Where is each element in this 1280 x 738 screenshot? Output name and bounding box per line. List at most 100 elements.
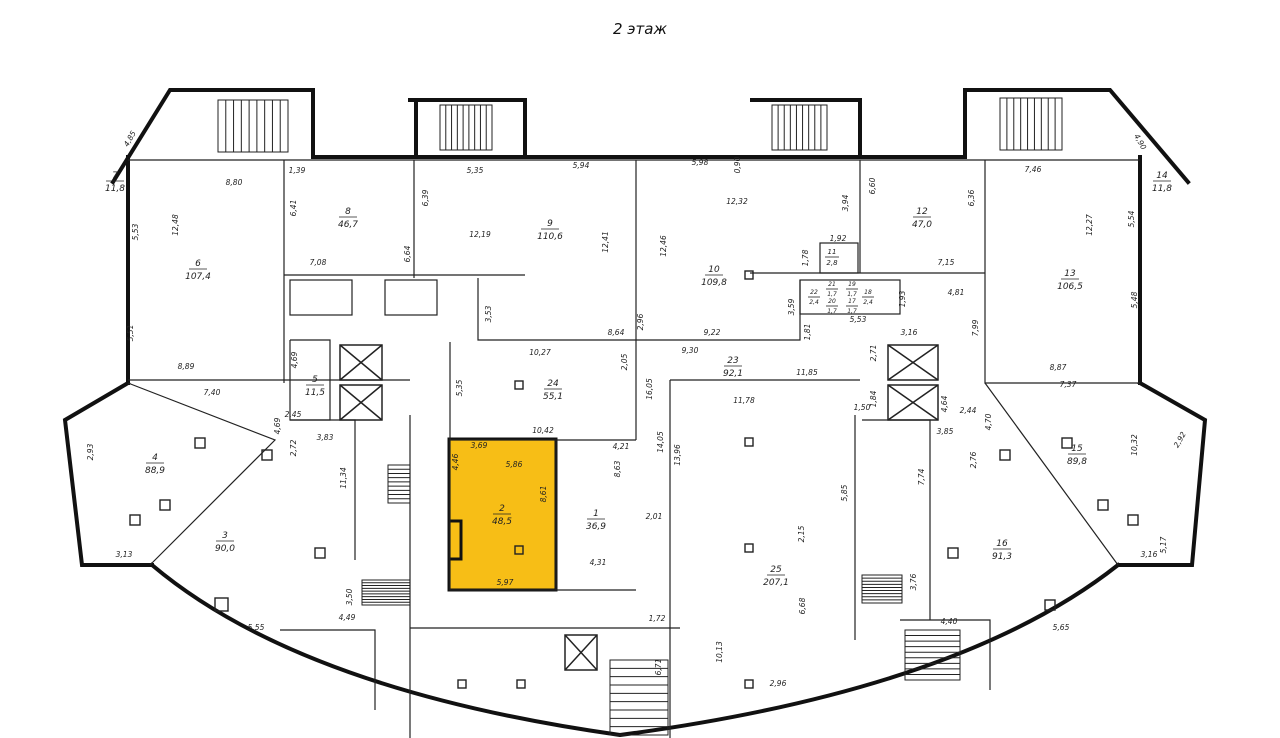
dimension-label: 3,59 — [787, 298, 796, 315]
dimension-label: 5,17 — [1159, 536, 1168, 553]
dimension-label: 4,70 — [984, 413, 993, 430]
room-8-label[interactable]: 846,7 — [338, 207, 358, 230]
room-18-label[interactable]: 182,4 — [862, 289, 874, 306]
dimension-label: 6,36 — [967, 189, 976, 206]
elevator-left — [339, 344, 383, 421]
room-22-label[interactable]: 222,4 — [808, 289, 820, 306]
pillars — [129, 270, 1139, 689]
room-11-label[interactable]: 112,8 — [825, 248, 839, 267]
room-number: 12 — [916, 207, 928, 217]
room-number: 1 — [593, 509, 599, 519]
room-2-label[interactable]: 248,5 — [492, 504, 512, 527]
stairs-top-far-right — [999, 97, 1063, 151]
dimension-label: 3,16 — [901, 328, 918, 337]
dimension-label: 12,48 — [171, 214, 180, 236]
room-21-label[interactable]: 211,7 — [826, 281, 838, 298]
dimension-label: 2,96 — [770, 679, 787, 688]
dimension-label: 8,80 — [226, 178, 243, 187]
dimension-label: 6,71 — [654, 659, 663, 676]
dimension-label: 4,81 — [948, 288, 965, 297]
dimension-label: 2,45 — [285, 410, 302, 419]
dimension-label: 2,72 — [289, 439, 298, 456]
room-20-label[interactable]: 201,7 — [826, 298, 838, 315]
dimension-label: 5,51 — [126, 325, 135, 342]
dimension-label: 4,21 — [613, 442, 630, 451]
dimension-label: 5,94 — [573, 161, 590, 170]
dimension-label: 7,15 — [938, 258, 955, 267]
dimension-label: 11,78 — [733, 396, 755, 405]
dimension-label: 3,94 — [841, 194, 850, 211]
dimension-label: 5,55 — [248, 623, 265, 632]
room-number: 21 — [828, 281, 836, 288]
dimension-label: 5,97 — [497, 578, 514, 587]
dimension-label: 2,96 — [636, 313, 645, 330]
room-number: 20 — [828, 298, 836, 305]
room-number: 16 — [996, 539, 1008, 549]
room-number: 15 — [1071, 444, 1083, 454]
dimension-label: 1,81 — [803, 324, 812, 341]
dimension-label: 0,90 — [733, 156, 742, 173]
room-area: 109,8 — [701, 278, 727, 288]
room-1-label[interactable]: 136,9 — [586, 509, 606, 532]
room-area: 36,9 — [586, 522, 606, 532]
dimension-label: 5,48 — [1130, 291, 1139, 308]
dimension-label: 7,40 — [204, 388, 221, 397]
room-3-label[interactable]: 390,0 — [215, 531, 235, 554]
dimension-label: 4,69 — [273, 417, 282, 434]
room-number: 9 — [547, 219, 553, 229]
dimension-label: 2,92 — [1172, 430, 1188, 449]
dimension-label: 11,85 — [796, 368, 818, 377]
dimension-label: 9,22 — [704, 328, 721, 337]
room-13-label[interactable]: 13 106,5 — [1057, 269, 1083, 292]
dimension-label: 6,60 — [868, 177, 877, 194]
room-4-label[interactable]: 488,9 — [145, 453, 165, 476]
room-2-highlight[interactable] — [447, 437, 558, 592]
dimension-label: 10,27 — [529, 348, 551, 357]
room-area: 2,8 — [826, 259, 838, 267]
room-area: 88,9 — [145, 466, 165, 476]
dimension-label: 14,05 — [656, 431, 665, 453]
dimension-label: 3,50 — [345, 588, 354, 605]
dimension-label: 5,65 — [1053, 623, 1070, 632]
dimension-label: 6,64 — [403, 245, 412, 262]
stairs-left-bottom — [361, 579, 411, 606]
dimension-label: 2,01 — [646, 512, 663, 521]
room-17-label[interactable]: 171,7 — [846, 298, 858, 315]
room-7-label[interactable]: 711,8 — [105, 171, 125, 194]
dimension-label: 12,46 — [659, 235, 668, 257]
dimension-label: 10,42 — [532, 426, 554, 435]
room-area: 55,1 — [543, 392, 563, 402]
room-area: 90,0 — [215, 544, 235, 554]
room-area: 106,5 — [1057, 282, 1083, 292]
dimension-label: 12,27 — [1085, 214, 1094, 236]
dimension-label: 5,98 — [692, 158, 709, 167]
stairs-left-mid — [387, 464, 411, 504]
dimension-label: 3,13 — [116, 550, 133, 559]
stairs-top-mid — [439, 104, 493, 151]
dimension-label: 16,05 — [645, 378, 654, 400]
room-number: 13 — [1064, 269, 1076, 279]
dimension-label: 10,13 — [715, 641, 724, 663]
room-number: 6 — [195, 259, 201, 269]
dimension-label: 6,39 — [421, 189, 430, 206]
room-area: 1,7 — [847, 308, 857, 315]
room-5-label[interactable]: 511,5 — [305, 375, 325, 398]
floor-title: 2 этаж — [613, 20, 667, 38]
room-19-label[interactable]: 191,7 — [846, 281, 858, 298]
room-area: 48,5 — [492, 517, 512, 527]
dimension-label: 1,84 — [869, 390, 878, 407]
dimension-label: 6,68 — [798, 597, 807, 614]
